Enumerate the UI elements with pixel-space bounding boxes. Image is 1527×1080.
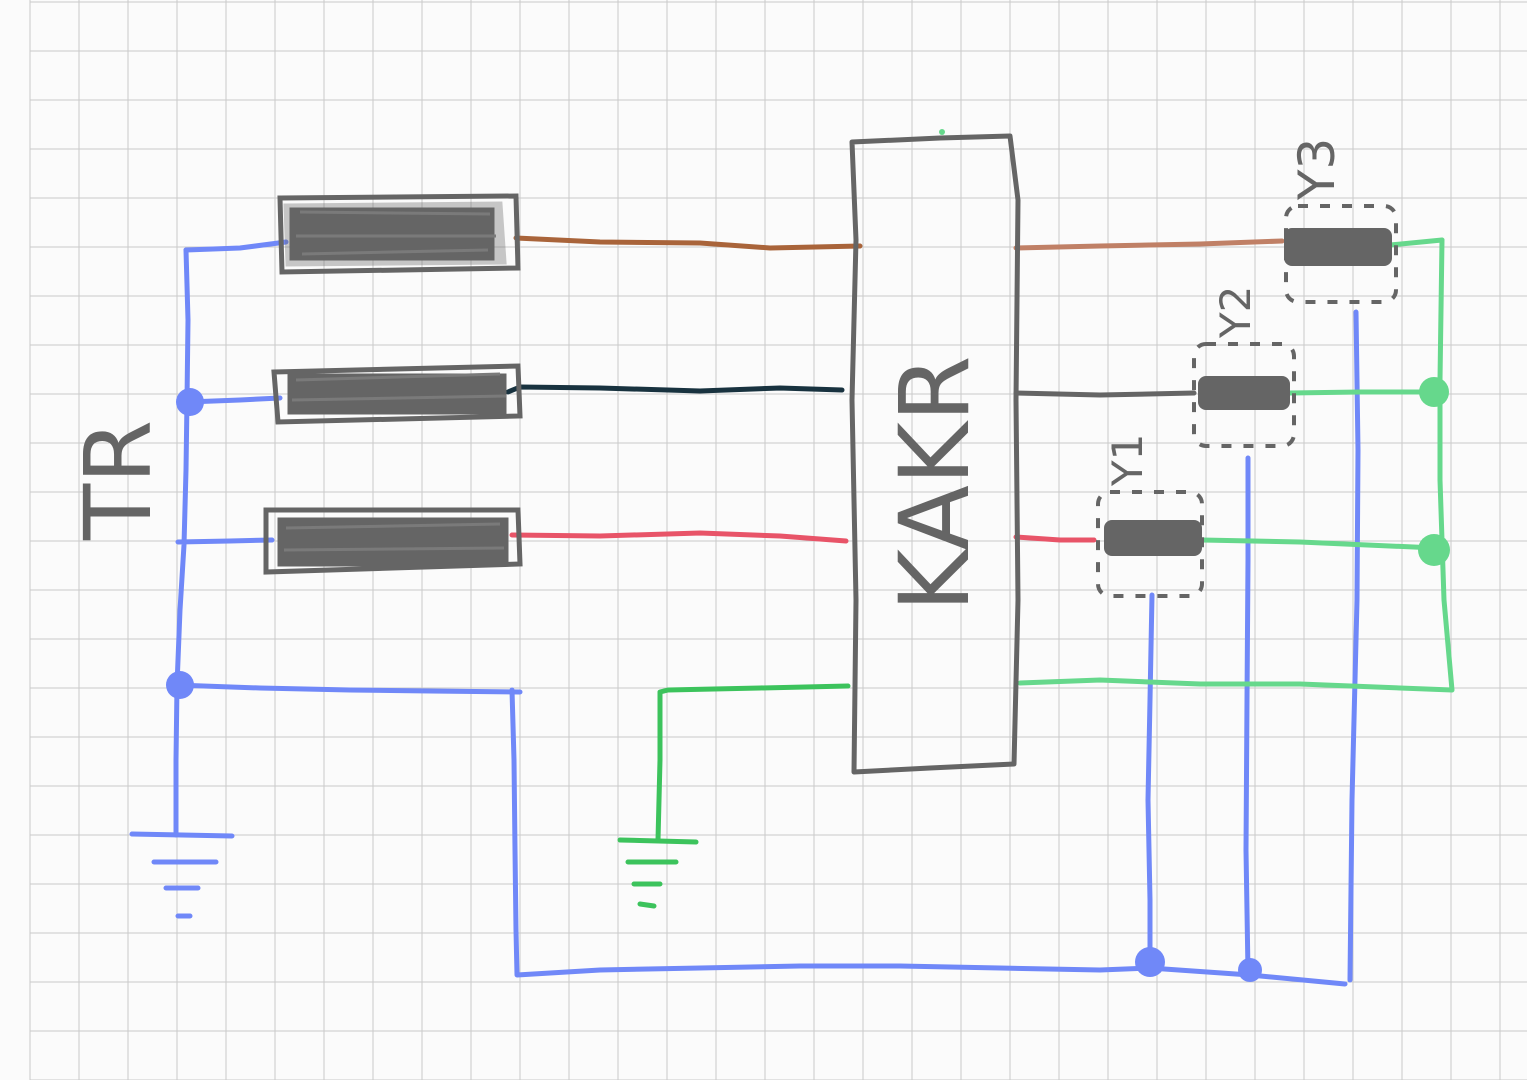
wire-red-right [1013,534,1097,543]
wire-brown [513,235,863,251]
green-y2 [1287,389,1439,396]
blue-branch-fuse1 [183,239,289,253]
junction-dot [1419,377,1449,407]
signal-wires [505,235,1285,544]
green-wiring [617,237,1455,909]
green-ground-feed [655,683,851,843]
transformer-label: TR [65,420,172,541]
junction-dot [939,129,945,135]
junction-dot [1135,947,1165,977]
blue-drop-y2 [1243,455,1251,975]
valve-y2-label: Y2 [1211,286,1260,339]
fuse-3 [263,507,523,575]
junction-dot [1418,534,1450,566]
blue-drop-y3 [1347,309,1361,983]
junction-dot [1238,958,1262,982]
wire-red [509,530,849,544]
blue-return-loop [509,687,1348,987]
blue-branch-fuse2 [185,395,283,405]
valve-y2: Y2 [1192,286,1296,448]
blue-branch-fuse3 [175,537,275,545]
green-junctions [939,129,1450,566]
green-y1 [1199,537,1439,551]
controller-box: KAKR [849,133,1021,775]
valve-y3-label: Y3 [1288,138,1346,201]
blue-bus-vertical [173,247,191,838]
fuse-2 [271,363,523,425]
junction-dot [176,388,204,416]
valve-y1: Y1 [1096,434,1204,598]
blue-drop-y1 [1145,592,1155,969]
controller-label: KAKR [879,355,991,612]
ground-symbol-left [129,831,235,919]
ground-symbol-middle [617,837,699,909]
green-return-bottom [1017,237,1455,693]
valve-y1-label: Y1 [1103,434,1152,487]
valve-y3: Y3 [1284,138,1398,304]
blue-junctions [166,388,1262,982]
wire-gray-right [1013,390,1197,398]
junction-dot [166,671,194,699]
green-y3 [1387,237,1445,248]
wire-brown-right [1013,238,1285,251]
fuse-1 [277,193,521,275]
blue-return-top [173,682,523,695]
wire-navy [505,384,845,395]
blue-wiring [129,239,1361,987]
